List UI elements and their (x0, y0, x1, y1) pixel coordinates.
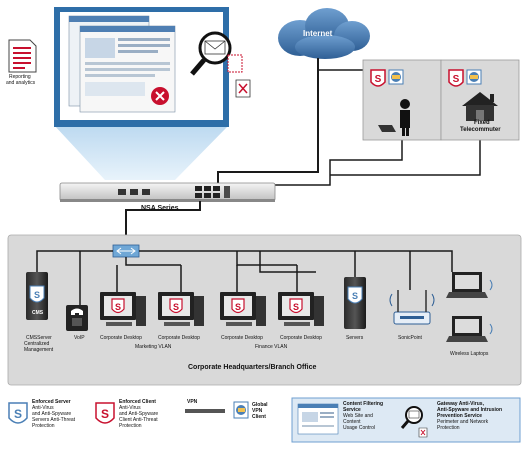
legend-cfs-1: Content Filtering (343, 401, 383, 407)
legend-cfs-5: Usage Control (343, 425, 375, 431)
voip-label: VoIP (74, 335, 85, 341)
cms-server-icon: S (26, 272, 48, 320)
client-shield-icon: S (370, 69, 386, 87)
reporting-label: Reporting (9, 74, 31, 80)
legend-server-av-3: and Anti-Spyware (32, 411, 72, 417)
client-shield-icon: S (448, 69, 464, 87)
legend-global-vpn-1: Global (252, 402, 268, 408)
legend-gw-4: Perimeter and Network (437, 419, 489, 425)
hq-title: Corporate Headquarters/Branch Office (188, 364, 317, 371)
voip-phone-icon (66, 305, 88, 331)
legend-global-vpn-icon (233, 401, 249, 419)
svg-text:S: S (293, 302, 299, 312)
telecommuter-label: Telecommuter (460, 127, 501, 133)
desktop-a-label: Corporate Desktop (100, 335, 142, 341)
desktop-d-icon: S (278, 292, 324, 326)
legend-client-av-4: Client Anti-Threat (119, 417, 158, 423)
desktop-c-label: Corporate Desktop (221, 335, 263, 341)
servers-label: Servers (346, 335, 364, 341)
wireless-laptops-label: Wireless Laptops (450, 351, 489, 357)
legend-gw-3: Prevention Service (437, 413, 483, 419)
desktop-d-label: Corporate Desktop (280, 335, 322, 341)
servers-icon: S (344, 277, 366, 329)
cms-centralized-label: Centralized (24, 341, 50, 347)
screen-beam (54, 125, 229, 180)
sonicpoint-icon (389, 290, 435, 325)
marketing-vlan-label: Marketing VLAN (135, 344, 172, 350)
svg-text:S: S (352, 291, 358, 301)
legend-gw-5: Protection (437, 425, 460, 431)
legend-client-shield-icon: S (95, 402, 115, 424)
cms-server-label: CMSServer (26, 335, 52, 341)
house-icon (462, 92, 498, 121)
cms-management-label: Management (24, 347, 54, 353)
svg-text:S: S (101, 407, 109, 421)
wireless-laptop-2-icon (446, 316, 493, 342)
svg-text:S: S (14, 407, 22, 421)
legend-cfs-2: Service (343, 407, 361, 413)
svg-text:S: S (173, 302, 179, 312)
legend-server-av-4: Servers Anti-Threat (32, 417, 76, 423)
legend-global-vpn-2: VPN (252, 408, 263, 414)
legend-client-av-5: Protection (119, 423, 142, 429)
legend-client-av-2: Anti-Virus (119, 405, 141, 411)
vpn-client-icon (388, 69, 404, 85)
desktop-b-icon: S (158, 292, 204, 326)
vpn-client-icon (466, 69, 482, 85)
legend-gw-1: Gateway Anti-Virus, (437, 401, 484, 407)
desktop-c-icon: S (220, 292, 266, 326)
cms-box-label: CMS (32, 310, 44, 316)
legend-vpn-label: VPN (187, 399, 198, 405)
legend-server-av-5: Protection (32, 423, 55, 429)
legend-global-vpn-3: Client (252, 414, 266, 420)
legend-vpn-line (185, 409, 225, 413)
svg-text:S: S (115, 302, 121, 312)
svg-text:S: S (34, 290, 40, 300)
legend-client-av-3: and Anti-Spyware (119, 411, 159, 417)
desktop-b-label: Corporate Desktop (158, 335, 200, 341)
legend-cfs-3: Web Site and (343, 413, 373, 419)
wireless-laptop-1-icon (446, 272, 493, 298)
svg-text:S: S (453, 74, 460, 85)
svg-text:S: S (375, 74, 382, 85)
finance-vlan-label: Finance VLAN (255, 344, 288, 350)
desktop-a-icon: S (100, 292, 146, 326)
legend-cfs-4: Content (343, 419, 361, 425)
legend-client-av-1: Enforced Client (119, 399, 156, 405)
legend-gw-2: Anti-Spyware and Intrusion (437, 407, 503, 413)
nsa-series-label: NSA Series (141, 205, 179, 212)
legend-server-shield-icon: S (8, 402, 28, 424)
sonicpoint-label: SonicPoint (398, 335, 422, 341)
internet-link (217, 58, 319, 192)
svg-text:S: S (235, 302, 241, 312)
reporting-label-2: and analytics (6, 80, 36, 86)
internet-label: Internet (303, 29, 333, 38)
remote-user-icon (378, 99, 410, 136)
legend-server-av-1: Enforced Server (32, 399, 71, 405)
internet-cloud-icon (278, 8, 370, 59)
legend-server-av-2: Anti-Virus (32, 405, 54, 411)
fixed-label: Fixed (474, 120, 490, 126)
nsa-appliance (59, 182, 276, 202)
